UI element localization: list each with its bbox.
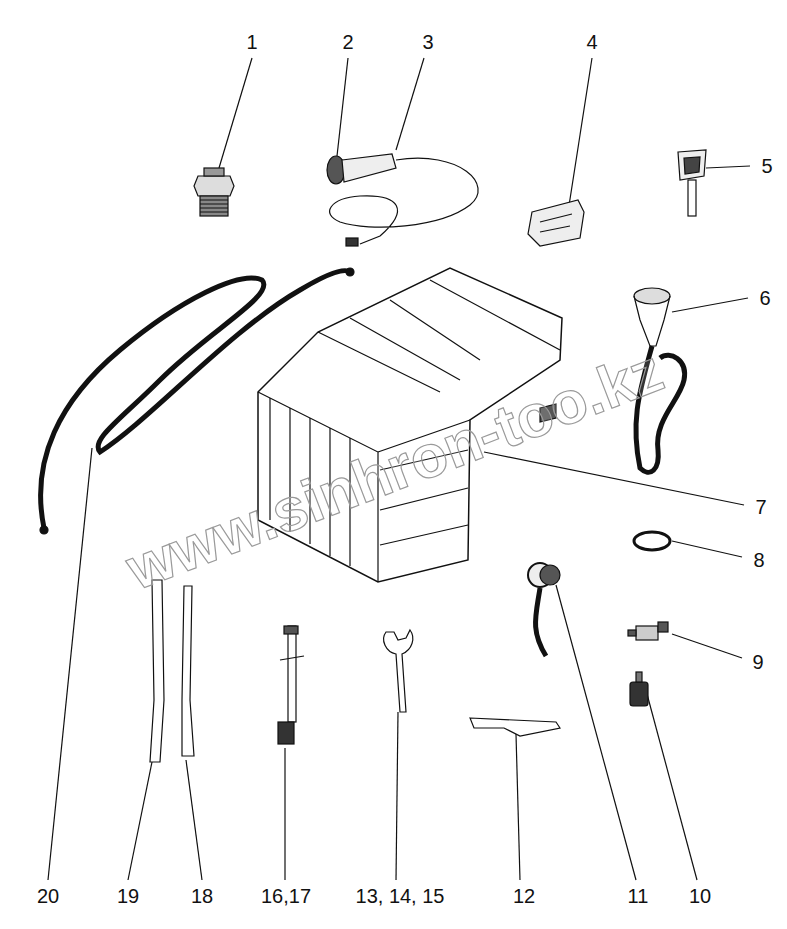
callout-number: 19 [117,886,139,906]
cap-part [630,672,648,706]
callout-number: 12 [513,886,535,906]
callout-number: 3 [422,32,433,52]
leader-lines [48,58,750,880]
callout-number: 1 [246,32,257,52]
callout-number: 16,17 [261,886,311,906]
callout-number: 5 [761,156,772,176]
pry-bar [470,718,560,736]
callout-number: 6 [759,288,770,308]
callout-number: 11 [628,886,649,906]
socket-wrench [278,626,304,744]
callout-number: 8 [753,550,764,570]
fitting-part [194,168,234,216]
pressure-gauge [528,563,560,656]
valve-part [628,622,668,640]
callout-number: 2 [342,32,353,52]
nozzle-part [678,150,706,216]
callout-number: 9 [752,652,763,672]
open-wrench [384,630,413,712]
callout-number: 13, 14, 15 [356,886,445,906]
callout-number: 20 [37,886,59,906]
inspection-lamp [327,154,478,246]
callout-number: 4 [586,32,597,52]
callout-number: 7 [755,497,766,517]
ring-part [634,532,670,550]
callout-number: 18 [191,886,213,906]
clip-part [528,200,584,246]
tire-levers [150,580,194,762]
callout-number: 10 [689,886,711,906]
